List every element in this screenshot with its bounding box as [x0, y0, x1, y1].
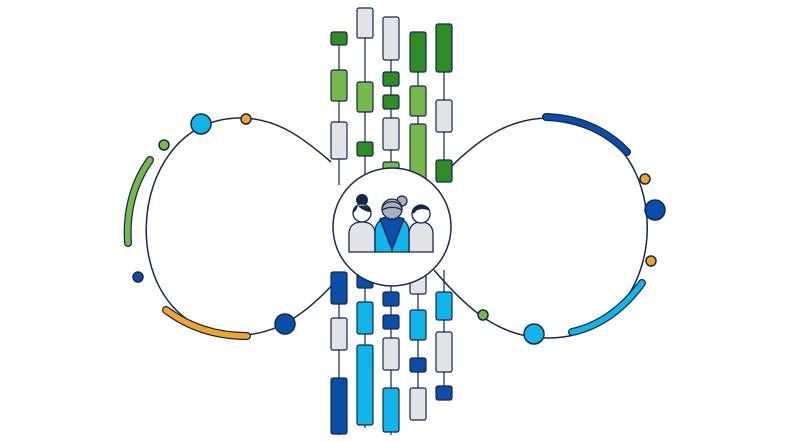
infinity-loop-left-lobe: [145, 117, 336, 336]
team-people-icon: [332, 167, 452, 287]
dot-orange-right-lower: [645, 255, 657, 267]
top-blocks: [330, 7, 453, 185]
dot-light-blue-large: [190, 113, 212, 135]
dot-blue-small: [132, 271, 144, 283]
dot-dark-blue-large: [274, 313, 296, 335]
dot-orange-small: [240, 113, 252, 125]
dot-green-right: [477, 309, 489, 321]
person-middle-icon: [374, 195, 410, 253]
dot-orange-right-upper: [639, 173, 651, 185]
right-arc-light-blue: [568, 279, 646, 336]
person-left-icon: [348, 194, 376, 253]
dot-light-blue-right: [523, 323, 545, 345]
person-right-icon: [408, 204, 434, 253]
infinity-loop-right-lobe: [433, 117, 648, 339]
bottom-blocks: [330, 269, 453, 435]
dot-dark-blue-right: [644, 199, 666, 221]
dot-green-small: [158, 139, 170, 151]
